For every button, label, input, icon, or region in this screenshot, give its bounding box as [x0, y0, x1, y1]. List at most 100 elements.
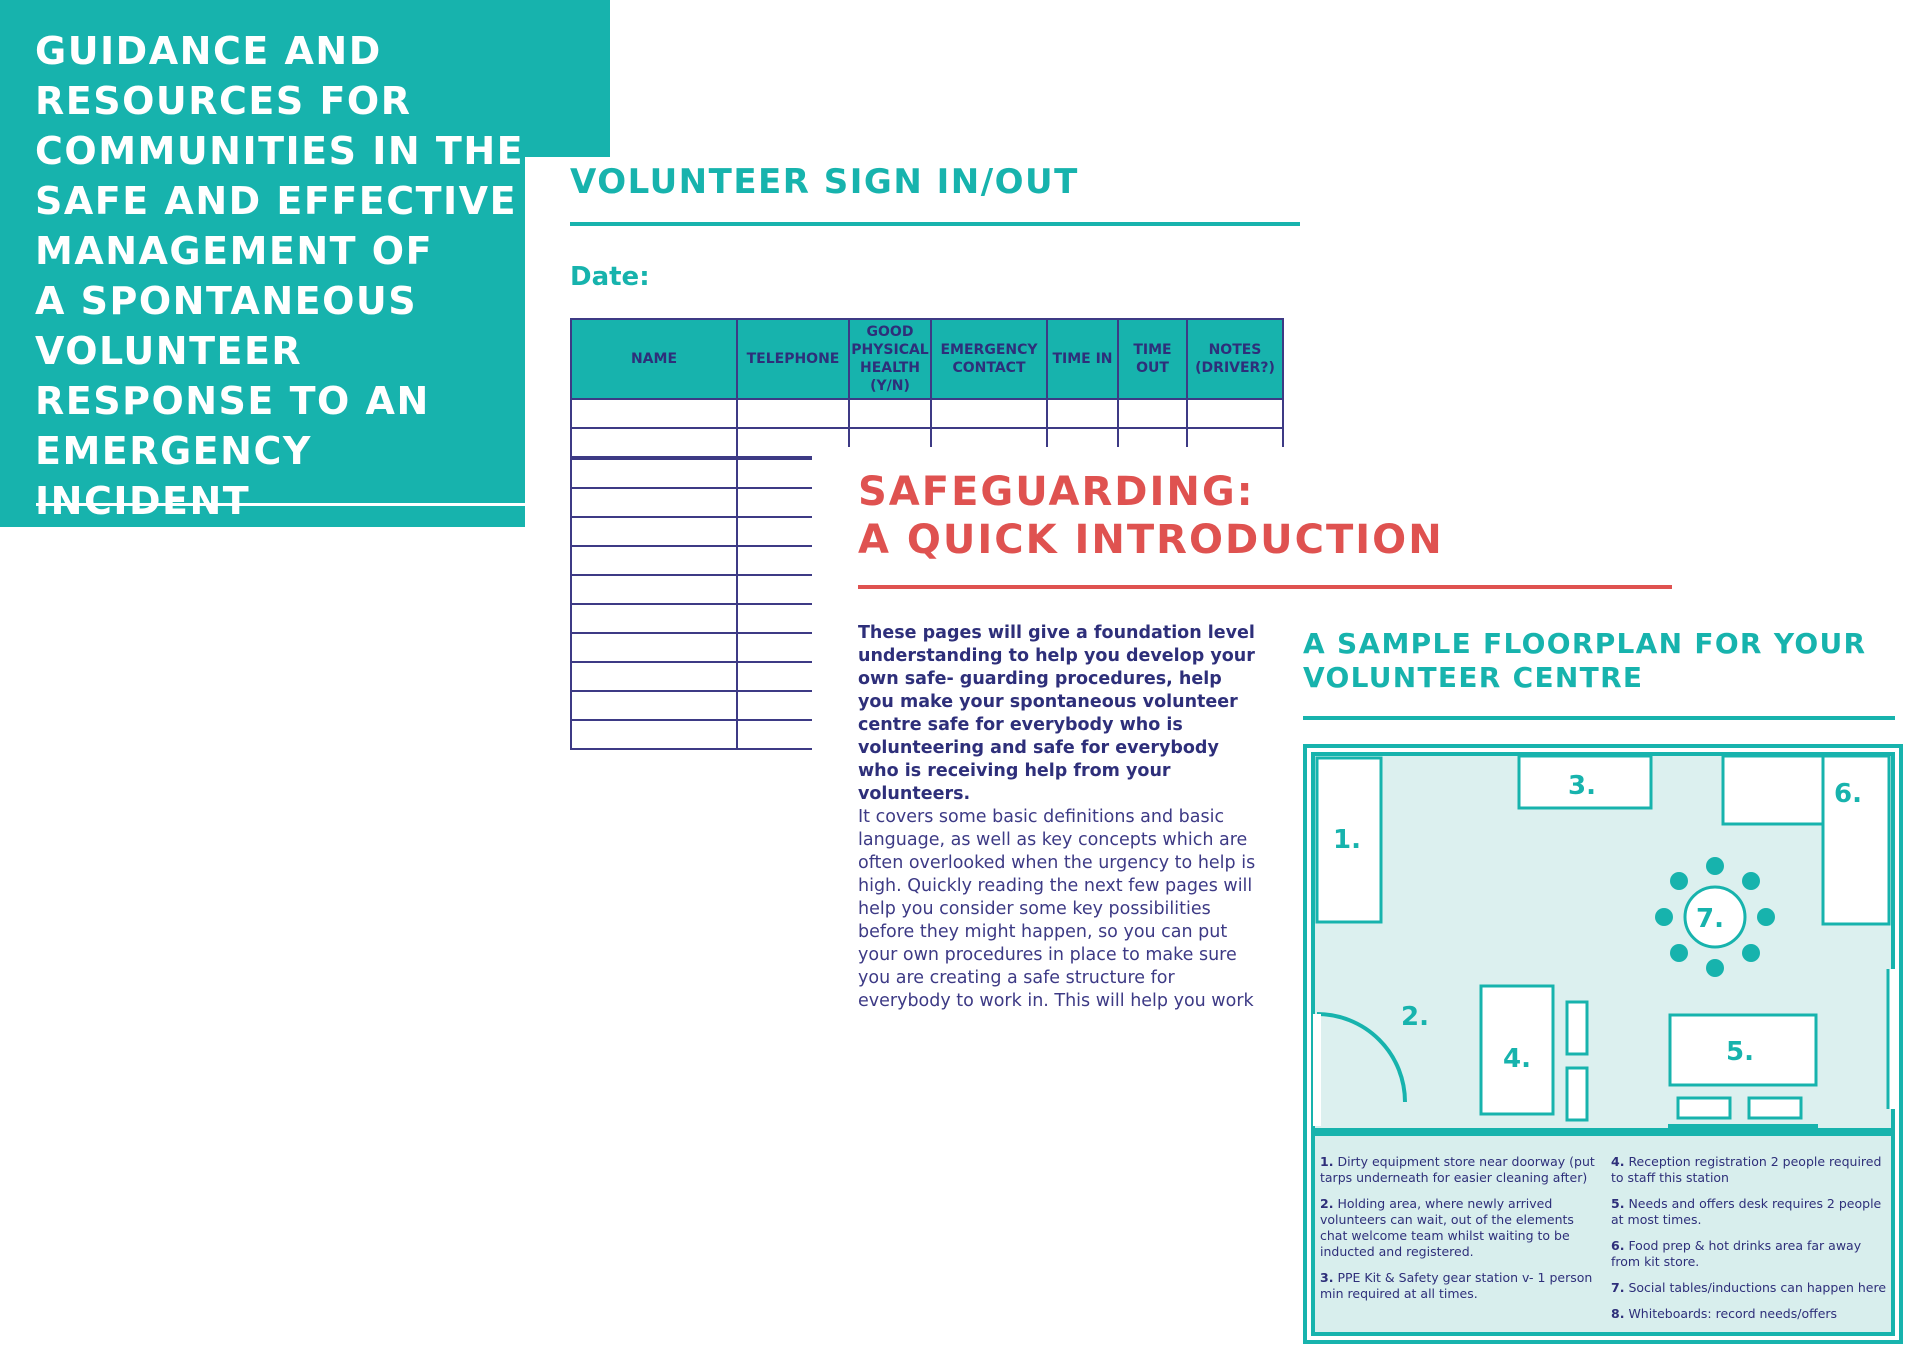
table-row: [570, 719, 817, 750]
area-6: [1821, 754, 1891, 926]
table-cell[interactable]: [570, 427, 738, 458]
table-cell: [570, 719, 738, 750]
table-cell: [736, 603, 817, 634]
area-7-seat: [1670, 872, 1688, 890]
col-time-out: TIME OUT: [1117, 318, 1188, 400]
safeguarding-body: It covers some basic definitions and bas…: [858, 807, 1256, 1010]
table-cell: [570, 603, 738, 634]
col-notes: NOTES (DRIVER?): [1186, 318, 1284, 400]
label-area-6: 6.: [1834, 779, 1862, 809]
label-area-2: 2.: [1401, 1002, 1429, 1032]
area-6-counter: [1721, 754, 1827, 826]
title-divider: [36, 503, 525, 506]
table-cell[interactable]: [570, 398, 738, 429]
area-4-chair: [1565, 1066, 1589, 1122]
table-row: [570, 398, 1284, 429]
area-1: [1315, 756, 1383, 924]
legend-item: 3. PPE Kit & Safety gear station v- 1 pe…: [1320, 1270, 1593, 1301]
signin-divider: [570, 222, 1300, 226]
table-cell: [736, 661, 817, 692]
signin-title: VOLUNTEER SIGN IN/OUT: [570, 162, 1079, 202]
area-3: [1517, 754, 1653, 810]
table-cell: [736, 719, 817, 750]
legend-item: 2. Holding area, where newly arrived vol…: [1320, 1196, 1574, 1259]
table-cell: [570, 690, 738, 721]
area-7-seat: [1706, 857, 1724, 875]
area-7-seat: [1670, 944, 1688, 962]
legend-column-right: 4. Reception registration 2 people requi…: [1611, 1154, 1890, 1334]
table-cell: [736, 690, 817, 721]
table-cell: [736, 574, 817, 605]
safeguarding-divider: [858, 585, 1672, 589]
signin-table: NAME TELEPHONE GOOD PHYSICAL HEALTH (Y/N…: [570, 318, 1284, 458]
area-4: [1479, 984, 1555, 1116]
legend-item: 5. Needs and offers desk requires 2 peop…: [1611, 1196, 1882, 1227]
table-row: [570, 545, 817, 576]
floorplan-window: [1887, 969, 1899, 1109]
table-row: [570, 574, 817, 605]
table-cell: [570, 661, 738, 692]
table-cell: [570, 487, 738, 518]
title-panel: [0, 0, 525, 527]
table-cell[interactable]: [1046, 398, 1119, 429]
floorplan-divider: [1303, 716, 1895, 720]
table-cell: [570, 632, 738, 663]
floorplan-legend: 1. Dirty equipment store near doorway (p…: [1320, 1154, 1890, 1334]
date-label: Date:: [570, 262, 650, 292]
area-7-table: [1683, 885, 1747, 949]
table-cell[interactable]: [1186, 398, 1284, 429]
floorplan-legend-panel: [1311, 1132, 1895, 1336]
label-area-4: 4.: [1503, 1044, 1531, 1074]
table-cell[interactable]: [930, 398, 1048, 429]
table-row: [570, 632, 817, 663]
col-telephone: TELEPHONE: [736, 318, 850, 400]
table-cell[interactable]: [736, 398, 850, 429]
table-cell: [736, 458, 817, 489]
area-5: [1668, 1013, 1818, 1087]
table-cell: [736, 545, 817, 576]
label-area-5: 5.: [1726, 1037, 1754, 1067]
label-area-1: 1.: [1333, 825, 1361, 855]
signin-table-header: NAME TELEPHONE GOOD PHYSICAL HEALTH (Y/N…: [570, 318, 1284, 400]
table-row: [570, 458, 817, 489]
table-row: [570, 603, 817, 634]
table-row: [570, 516, 817, 547]
label-area-3: 3.: [1568, 771, 1596, 801]
table-cell: [570, 545, 738, 576]
legend-item: 7. Social tables/inductions can happen h…: [1611, 1280, 1887, 1295]
doorway-gap: [1313, 1014, 1321, 1126]
area-5-chair: [1747, 1096, 1803, 1120]
floorplan-title: A SAMPLE FLOORPLAN FOR YOUR VOLUNTEER CE…: [1303, 627, 1867, 694]
col-health: GOOD PHYSICAL HEALTH (Y/N): [848, 318, 932, 400]
table-cell: [736, 516, 817, 547]
table-cell: [570, 516, 738, 547]
legend-item: 1. Dirty equipment store near doorway (p…: [1320, 1154, 1595, 1185]
safeguarding-lead: These pages will give a foundation level…: [858, 623, 1255, 804]
floorplan-diagram: 1. 2. 3. 4. 5. 6. 7.: [1303, 744, 1903, 1344]
area-7-seat: [1706, 959, 1724, 977]
col-emergency-contact: EMERGENCY CONTACT: [930, 318, 1048, 400]
area-7-seat: [1742, 944, 1760, 962]
table-cell[interactable]: [848, 398, 932, 429]
safeguarding-body-clip: It covers some basic definitions and bas…: [858, 806, 1258, 1010]
area-4-chair: [1565, 1000, 1589, 1056]
area-7-seat: [1757, 908, 1775, 926]
legend-item: 6. Food prep & hot drinks area far away …: [1611, 1238, 1862, 1269]
area-7-seat: [1655, 908, 1673, 926]
table-row: [570, 690, 817, 721]
area-5-chair: [1676, 1096, 1732, 1120]
label-area-7: 7.: [1696, 904, 1724, 934]
legend-column-left: 1. Dirty equipment store near doorway (p…: [1320, 1154, 1599, 1334]
table-cell: [736, 632, 817, 663]
col-name: NAME: [570, 318, 738, 400]
table-row: [570, 487, 817, 518]
table-row: [570, 661, 817, 692]
col-time-in: TIME IN: [1046, 318, 1119, 400]
signin-table-continued: [570, 458, 817, 750]
table-cell: [570, 458, 738, 489]
table-cell[interactable]: [1117, 398, 1188, 429]
safeguarding-title: SAFEGUARDING: A QUICK INTRODUCTION: [858, 469, 1444, 563]
table-cell: [736, 487, 817, 518]
area-7-seat: [1742, 872, 1760, 890]
legend-item: 4. Reception registration 2 people requi…: [1611, 1154, 1882, 1185]
